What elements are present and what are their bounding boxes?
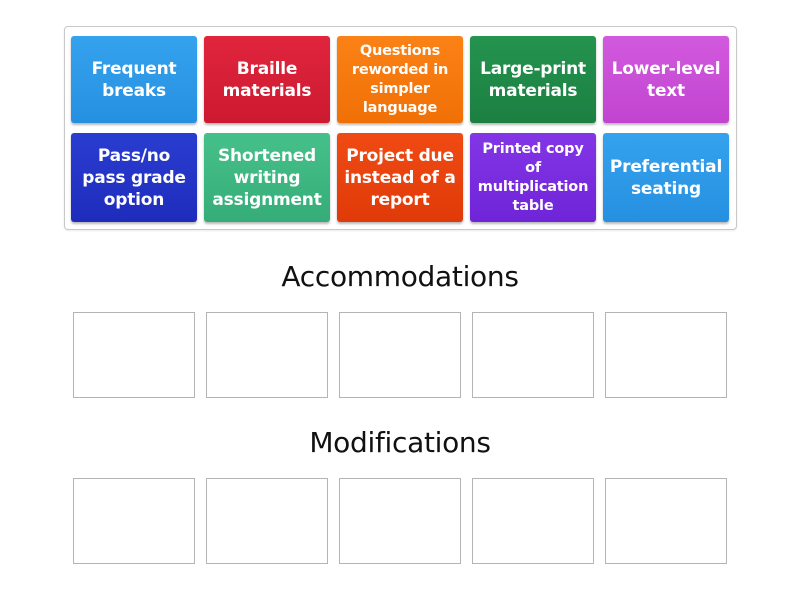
accommodations-slot-2[interactable] — [206, 312, 328, 398]
card-large-print-materials[interactable]: Large-print materials — [470, 36, 596, 123]
card-lower-level-text[interactable]: Lower-level text — [603, 36, 729, 123]
group-title-accommodations: Accommodations — [281, 260, 519, 293]
card-shortened-writing[interactable]: Shortened writing assignment — [204, 133, 330, 222]
accommodations-slot-5[interactable] — [605, 312, 727, 398]
card-bank: Frequent breaks Braille materials Questi… — [64, 26, 737, 230]
card-printed-multiplication-table[interactable]: Printed copy of multiplication table — [470, 133, 596, 222]
modifications-slot-1[interactable] — [73, 478, 195, 564]
modifications-slot-5[interactable] — [605, 478, 727, 564]
accommodations-slot-3[interactable] — [339, 312, 461, 398]
card-pass-no-pass[interactable]: Pass/no pass grade option — [71, 133, 197, 222]
modifications-slot-3[interactable] — [339, 478, 461, 564]
accommodations-slot-4[interactable] — [472, 312, 594, 398]
group-title-modifications: Modifications — [309, 426, 491, 459]
card-project-due[interactable]: Project due instead of a report — [337, 133, 463, 222]
card-frequent-breaks[interactable]: Frequent breaks — [71, 36, 197, 123]
card-braille-materials[interactable]: Braille materials — [204, 36, 330, 123]
modifications-slot-2[interactable] — [206, 478, 328, 564]
accommodations-slot-1[interactable] — [73, 312, 195, 398]
card-preferential-seating[interactable]: Preferential seating — [603, 133, 729, 222]
modifications-slot-4[interactable] — [472, 478, 594, 564]
card-questions-reworded[interactable]: Questions reworded in simpler language — [337, 36, 463, 123]
